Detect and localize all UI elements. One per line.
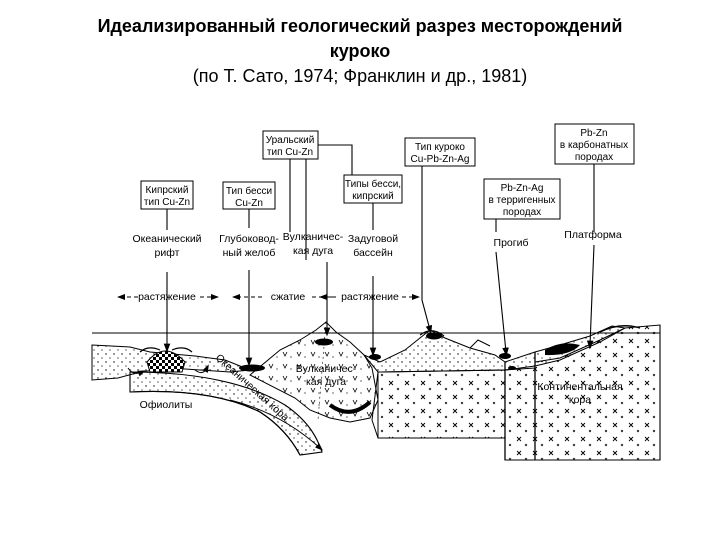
subduction-arrow — [229, 399, 323, 451]
cross-section — [91, 321, 661, 461]
trench-line-1: Глубоковод- — [219, 233, 279, 245]
setting-ocean-rift: Океанический рифт — [132, 233, 201, 259]
setting-deep-trench: Глубоковод- ный желоб — [219, 233, 279, 259]
setting-trough: Прогиб — [494, 237, 529, 249]
ocean-rift-line-1: Океанический — [132, 233, 201, 245]
box-terrig-line-1: Pb-Zn-Ag — [501, 183, 544, 194]
leader-lines — [163, 144, 595, 367]
title-line-3: (по Т. Сато, 1974; Франклин и др., 1981) — [192, 66, 528, 86]
regime-extension-2: растяжение — [341, 291, 399, 303]
box-carbonate-line-3: породах — [575, 152, 613, 163]
title-line-2: куроко — [329, 41, 391, 61]
box-cyprus-type: Кипрский тип Cu-Zn — [140, 180, 194, 210]
box-carbonate-line-2: в карбонатных — [560, 139, 628, 151]
continental-crust-line-2: кора — [569, 394, 591, 406]
box-bessi-line-2: Cu-Zn — [235, 198, 263, 209]
box-kuroko-line-2: Cu-Pb-Zn-Ag — [411, 154, 470, 165]
setting-backarc-basin: Задуговой бассейн — [348, 233, 398, 259]
continental-crust-block-left — [377, 369, 506, 439]
box-bessi-type: Тип бесси Cu-Zn — [222, 181, 276, 210]
box-cyprus-line-1: Кипрский — [146, 185, 189, 196]
section-arc-line-2: кая дуга — [306, 376, 346, 388]
regime-extension: растяжение — [138, 291, 196, 303]
backarc-line-2: бассейн — [353, 247, 393, 259]
arc-line-2: кая дуга — [293, 245, 333, 257]
magma-lens — [328, 400, 372, 414]
volcanic-arc-body — [249, 321, 379, 423]
box-kuroko-type: Тип куроко Cu-Pb-Zn-Ag — [404, 137, 476, 167]
continental-crust-block-mid — [504, 367, 536, 461]
box-ural-type: Уральский тип Cu-Zn — [262, 130, 319, 160]
arc-line-1: Вулканичес- — [283, 231, 344, 243]
trench-line-2: ный желоб — [223, 247, 276, 259]
continental-crust-line-1: Континентальная — [537, 381, 622, 393]
label-arc-section: Вулканичес- кая дуга — [296, 363, 357, 388]
box-bessi-cyprus-types: Типы бесси, кипрский — [343, 174, 403, 204]
box-carbonate-pbzn: Pb-Zn в карбонатных породах — [554, 123, 635, 165]
box-types-line-2: кипрский — [352, 191, 393, 202]
backarc-line-1: Задуговой — [348, 233, 398, 245]
carbonate-ore-lens — [545, 343, 580, 356]
label-continental-crust: Континентальная кора — [537, 381, 622, 406]
box-kuroko-line-1: Тип куроко — [415, 142, 465, 153]
box-ural-line-2: тип Cu-Zn — [267, 147, 313, 158]
box-ural-line-1: Уральский — [266, 135, 315, 146]
stress-regime-row: растяжение сжатие растяжение — [117, 291, 420, 303]
arc-ore-lens — [315, 338, 333, 346]
kuroko-ore-lens — [426, 332, 442, 340]
box-terrig-line-3: породах — [503, 207, 541, 218]
setting-platform: Платформа — [564, 229, 622, 241]
box-types-line-1: Типы бесси, — [345, 178, 401, 190]
slide-title: Идеализированный геологический разрез ме… — [0, 14, 720, 89]
box-carbonate-line-1: Pb-Zn — [580, 128, 607, 139]
rift-sulphide-body — [146, 350, 186, 373]
section-arc-line-1: Вулканичес- — [296, 363, 357, 375]
box-terrigenous-pbznag: Pb-Zn-Ag в терригенных породах — [483, 178, 561, 220]
label-ophiolites: Офиолиты — [140, 399, 193, 411]
ocean-rift-line-2: рифт — [155, 247, 180, 259]
title-line-1: Идеализированный геологический разрез ме… — [97, 16, 623, 36]
box-cyprus-line-2: тип Cu-Zn — [144, 197, 190, 208]
box-terrig-line-2: в терригенных — [488, 195, 555, 206]
box-bessi-line-1: Тип бесси — [226, 185, 272, 197]
setting-volcanic-arc: Вулканичес- кая дуга — [283, 231, 344, 257]
regime-compression: сжатие — [271, 291, 306, 303]
